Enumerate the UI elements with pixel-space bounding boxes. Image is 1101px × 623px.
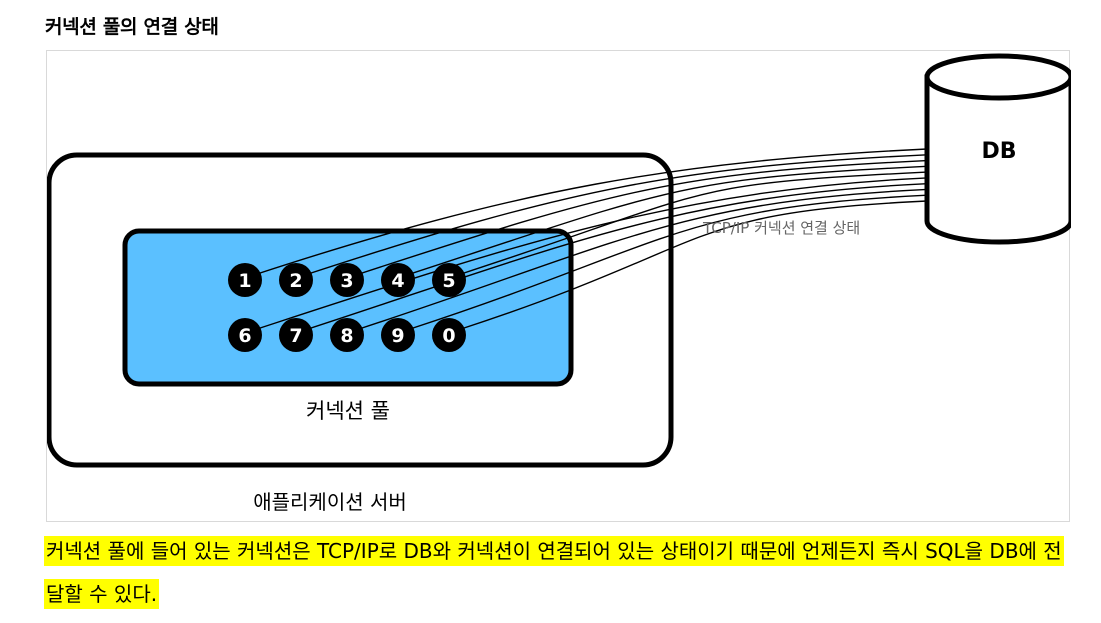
connection-pool-label: 커넥션 풀 <box>306 399 390 423</box>
tcp-line-9 <box>409 194 928 330</box>
connection-circle <box>228 318 262 352</box>
connection-8: 8 <box>330 318 364 352</box>
tcp-line-7 <box>307 182 928 330</box>
application-server-label: 애플리케이션 서버 <box>253 490 407 514</box>
connection-number: 7 <box>289 325 302 347</box>
connection-7: 7 <box>279 318 313 352</box>
tcp-line-8 <box>358 188 928 330</box>
connection-pool-box <box>122 228 574 387</box>
tcp-ip-label: TCP/IP 커넥션 연결 상태 <box>702 219 860 237</box>
connection-4: 4 <box>381 263 415 297</box>
diagram-canvas: 1 2 3 4 5 6 7 8 9 0 DB TCP/IP 커넥션 연결 상태 커넥션 풀 애플리… <box>47 53 1071 514</box>
connection-circles: 1 2 3 4 5 6 7 8 9 0 <box>228 263 466 352</box>
tcp-line-1 <box>256 148 928 275</box>
connection-1: 1 <box>228 263 262 297</box>
connection-9: 9 <box>381 318 415 352</box>
connection-pool-diagram: 1 2 3 4 5 6 7 8 9 0 DB TCP/IP 커넥션 연결 상태 커넥션 풀 애플리… <box>46 50 1071 522</box>
connection-number: 5 <box>442 270 455 292</box>
connection-number: 2 <box>289 270 302 292</box>
tcp-line-4 <box>409 165 928 275</box>
connection-3: 3 <box>330 263 364 297</box>
connection-number: 4 <box>391 270 404 292</box>
connection-circle <box>228 263 262 297</box>
tcp-line-0 <box>460 200 928 330</box>
caption: 커넥션 풀에 들어 있는 커넥션은 TCP/IP로 DB와 커넥션이 연결되어 … <box>44 530 1064 616</box>
connection-0: 0 <box>432 318 466 352</box>
connection-5: 5 <box>432 263 466 297</box>
connection-circle <box>432 263 466 297</box>
connection-number: 1 <box>238 270 251 292</box>
connection-number: 0 <box>442 325 455 347</box>
tcp-line-5 <box>460 171 928 275</box>
tcp-connection-lines <box>256 148 928 330</box>
tcp-line-2 <box>307 154 928 275</box>
db-label: DB <box>981 139 1016 164</box>
connection-circle <box>279 263 313 297</box>
connection-circle <box>381 318 415 352</box>
connection-number: 6 <box>238 325 251 347</box>
tcp-line-6 <box>256 177 928 330</box>
section-heading: 커넥션 풀의 연결 상태 <box>45 16 219 38</box>
connection-circle <box>432 318 466 352</box>
database-cylinder <box>924 53 1071 245</box>
connection-circle <box>381 263 415 297</box>
connection-circle <box>330 263 364 297</box>
connection-2: 2 <box>279 263 313 297</box>
connection-circle <box>330 318 364 352</box>
caption-text: 커넥션 풀에 들어 있는 커넥션은 TCP/IP로 DB와 커넥션이 연결되어 … <box>44 536 1064 609</box>
connection-number: 3 <box>340 270 353 292</box>
tcp-line-3 <box>358 159 928 275</box>
connection-6: 6 <box>228 318 262 352</box>
connection-number: 9 <box>391 325 404 347</box>
connection-number: 8 <box>340 325 353 347</box>
connection-circle <box>279 318 313 352</box>
